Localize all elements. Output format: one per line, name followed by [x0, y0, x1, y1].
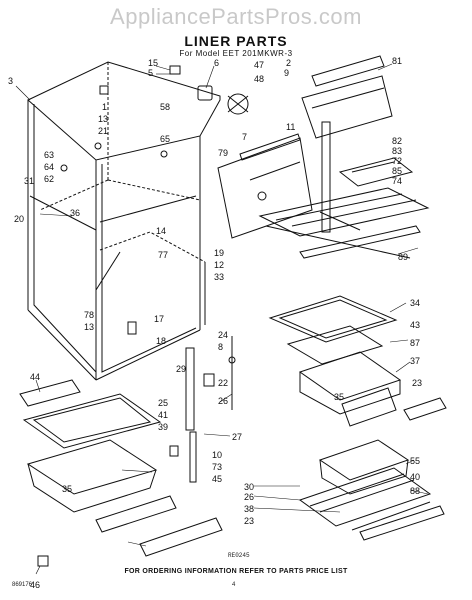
model-subtitle: For Model EET 201MKWR-3 — [179, 49, 293, 58]
callout-label: 29 — [176, 364, 186, 374]
callout-label: 23 — [244, 516, 254, 526]
callout-label: 46 — [30, 580, 40, 590]
callout-label: 14 — [156, 226, 166, 236]
callout-label: 34 — [410, 298, 420, 308]
callout-label: 58 — [160, 102, 170, 112]
callout-label: 77 — [158, 250, 168, 260]
freezer-wire-shelf — [258, 187, 430, 259]
callout-label: 55 — [410, 456, 420, 466]
callout-label: 48 — [254, 74, 264, 84]
callout-label: 25 — [158, 398, 168, 408]
callout-label: 82 — [392, 136, 402, 146]
callout-label: 20 — [14, 214, 24, 224]
small-fasteners — [37, 65, 236, 567]
callout-label: 89 — [398, 252, 408, 262]
callout-label: 44 — [30, 372, 40, 382]
callout-label: 5 — [148, 68, 153, 78]
callout-label: 11 — [286, 122, 295, 132]
callout-label: 47 — [254, 60, 264, 70]
callout-label: 18 — [156, 336, 166, 346]
callout-label: 72 — [392, 156, 402, 166]
callout-label: 31 — [24, 176, 34, 186]
callout-label: 41 — [158, 410, 168, 420]
callout-label: 73 — [212, 462, 222, 472]
callout-label: 35 — [62, 484, 72, 494]
callout-label: 38 — [244, 504, 254, 514]
callout-label: 63 — [44, 150, 54, 160]
part-callouts: 15 5 6 47 48 2 9 81 3 58 1 13 21 65 63 6… — [8, 56, 422, 590]
crisper-drawer-left — [26, 439, 223, 557]
callout-label: 19 — [214, 248, 224, 258]
callout-label: 30 — [244, 482, 254, 492]
ice-tray — [338, 157, 414, 187]
callout-label: 23 — [412, 378, 422, 388]
callout-label: 85 — [392, 166, 402, 176]
callout-label: 81 — [392, 56, 402, 66]
callout-label: 2 — [286, 58, 291, 68]
leader-lines — [15, 63, 429, 575]
callout-label: 13 — [98, 114, 108, 124]
callout-label: 45 — [212, 474, 222, 484]
shelf-rail-bar — [299, 225, 421, 259]
callout-label: 22 — [218, 378, 228, 388]
liner-cabinet — [27, 61, 221, 381]
callout-label: 1 — [102, 102, 107, 112]
watermark: AppliancePartsPros.com — [110, 4, 362, 29]
callout-label: 43 — [410, 320, 420, 330]
callout-label: 62 — [44, 174, 54, 184]
callout-label: 83 — [392, 146, 402, 156]
page-number: 4 — [232, 582, 236, 588]
callout-label: 35 — [334, 392, 344, 402]
upper-glass-shelf — [268, 295, 398, 365]
diagram-title: LINER PARTS — [184, 33, 288, 49]
callout-label: 15 — [148, 58, 158, 68]
callout-label: 9 — [284, 68, 289, 78]
callout-label: 33 — [214, 272, 224, 282]
callout-label: 26 — [218, 396, 228, 406]
callout-label: 8 — [218, 342, 223, 352]
callout-label: 74 — [392, 176, 402, 186]
ordering-footer: FOR ORDERING INFORMATION REFER TO PARTS … — [124, 568, 348, 575]
callout-label: 36 — [70, 208, 80, 218]
crisper-drawer-right — [298, 351, 402, 427]
callout-label: 65 — [160, 134, 170, 144]
figure-code: RE0245 — [228, 552, 250, 559]
center-shelf-rails — [185, 336, 233, 483]
fan-assembly — [197, 85, 249, 115]
callout-label: 10 — [212, 450, 222, 460]
callout-label: 37 — [410, 356, 420, 366]
document-number: 869176 — [12, 582, 33, 588]
callout-label: 24 — [218, 330, 228, 340]
crisper-cover-right — [403, 397, 447, 421]
callout-label: 40 — [410, 472, 420, 482]
callout-label: 12 — [214, 260, 224, 270]
callout-label: 3 — [8, 76, 13, 86]
callout-label: 6 — [214, 58, 219, 68]
callout-label: 64 — [44, 162, 54, 172]
callout-label: 7 — [242, 132, 247, 142]
callout-label: 87 — [410, 338, 420, 348]
callout-label: 78 — [84, 310, 94, 320]
callout-label: 27 — [232, 432, 242, 442]
lower-drawer-right — [298, 439, 445, 541]
callout-label: 88 — [410, 486, 420, 496]
evaporator-cover — [217, 133, 313, 239]
left-glass-shelf — [19, 379, 162, 449]
callout-label: 17 — [154, 314, 164, 324]
control-housing — [301, 55, 393, 139]
callout-label: 21 — [98, 126, 108, 136]
vertical-rail-right — [321, 121, 331, 233]
callout-label: 79 — [218, 148, 228, 158]
callout-label: 39 — [158, 422, 168, 432]
callout-label: 26 — [244, 492, 254, 502]
callout-label: 13 — [84, 322, 94, 332]
